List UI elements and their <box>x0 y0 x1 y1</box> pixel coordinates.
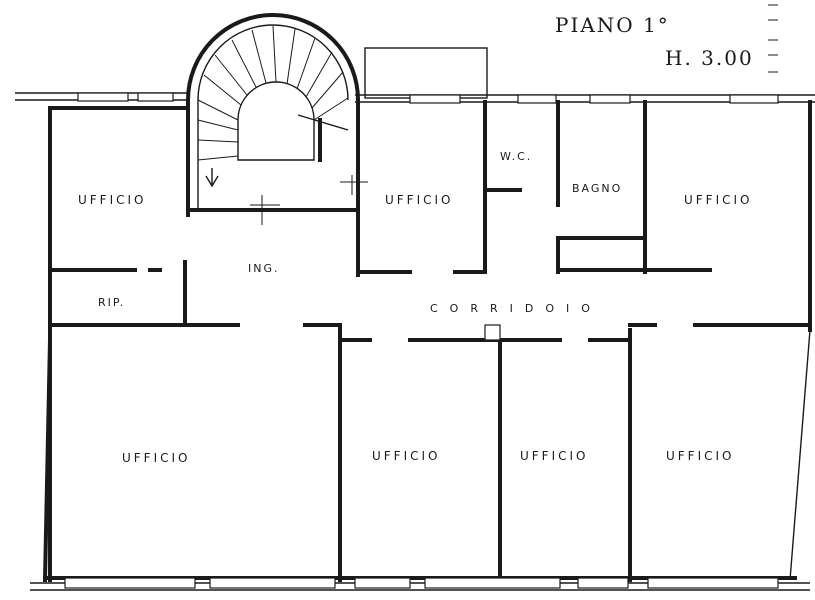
room-label-corridoio: CORRIDOIO <box>430 302 602 315</box>
column <box>484 324 501 341</box>
walls <box>42 98 812 583</box>
bottom-facade <box>30 577 810 591</box>
room-label-wc: W.C. <box>500 150 532 163</box>
room-label-ufficio-top-center: UFFICIO <box>385 193 454 207</box>
room-label-ufficio-bottom-2: UFFICIO <box>372 449 441 463</box>
room-label-ufficio-top-right: UFFICIO <box>684 193 753 207</box>
room-label-bagno: BAGNO <box>572 182 622 195</box>
edge-marks <box>768 4 778 73</box>
balcony <box>364 47 488 99</box>
floor-label: PIANO 1° <box>555 13 670 37</box>
room-label-ufficio-bottom-left: UFFICIO <box>122 451 191 465</box>
top-windows <box>77 92 779 104</box>
room-label-ufficio-bottom-right: UFFICIO <box>666 449 735 463</box>
room-label-ripostiglio: RIP. <box>98 296 125 309</box>
spiral-staircase <box>186 13 360 212</box>
room-label-ufficio-bottom-3: UFFICIO <box>520 449 589 463</box>
room-label-ingresso: ING. <box>248 262 280 275</box>
jambs <box>250 175 368 225</box>
height-label: H. 3.00 <box>665 46 754 70</box>
room-label-ufficio-top-left: UFFICIO <box>78 193 147 207</box>
